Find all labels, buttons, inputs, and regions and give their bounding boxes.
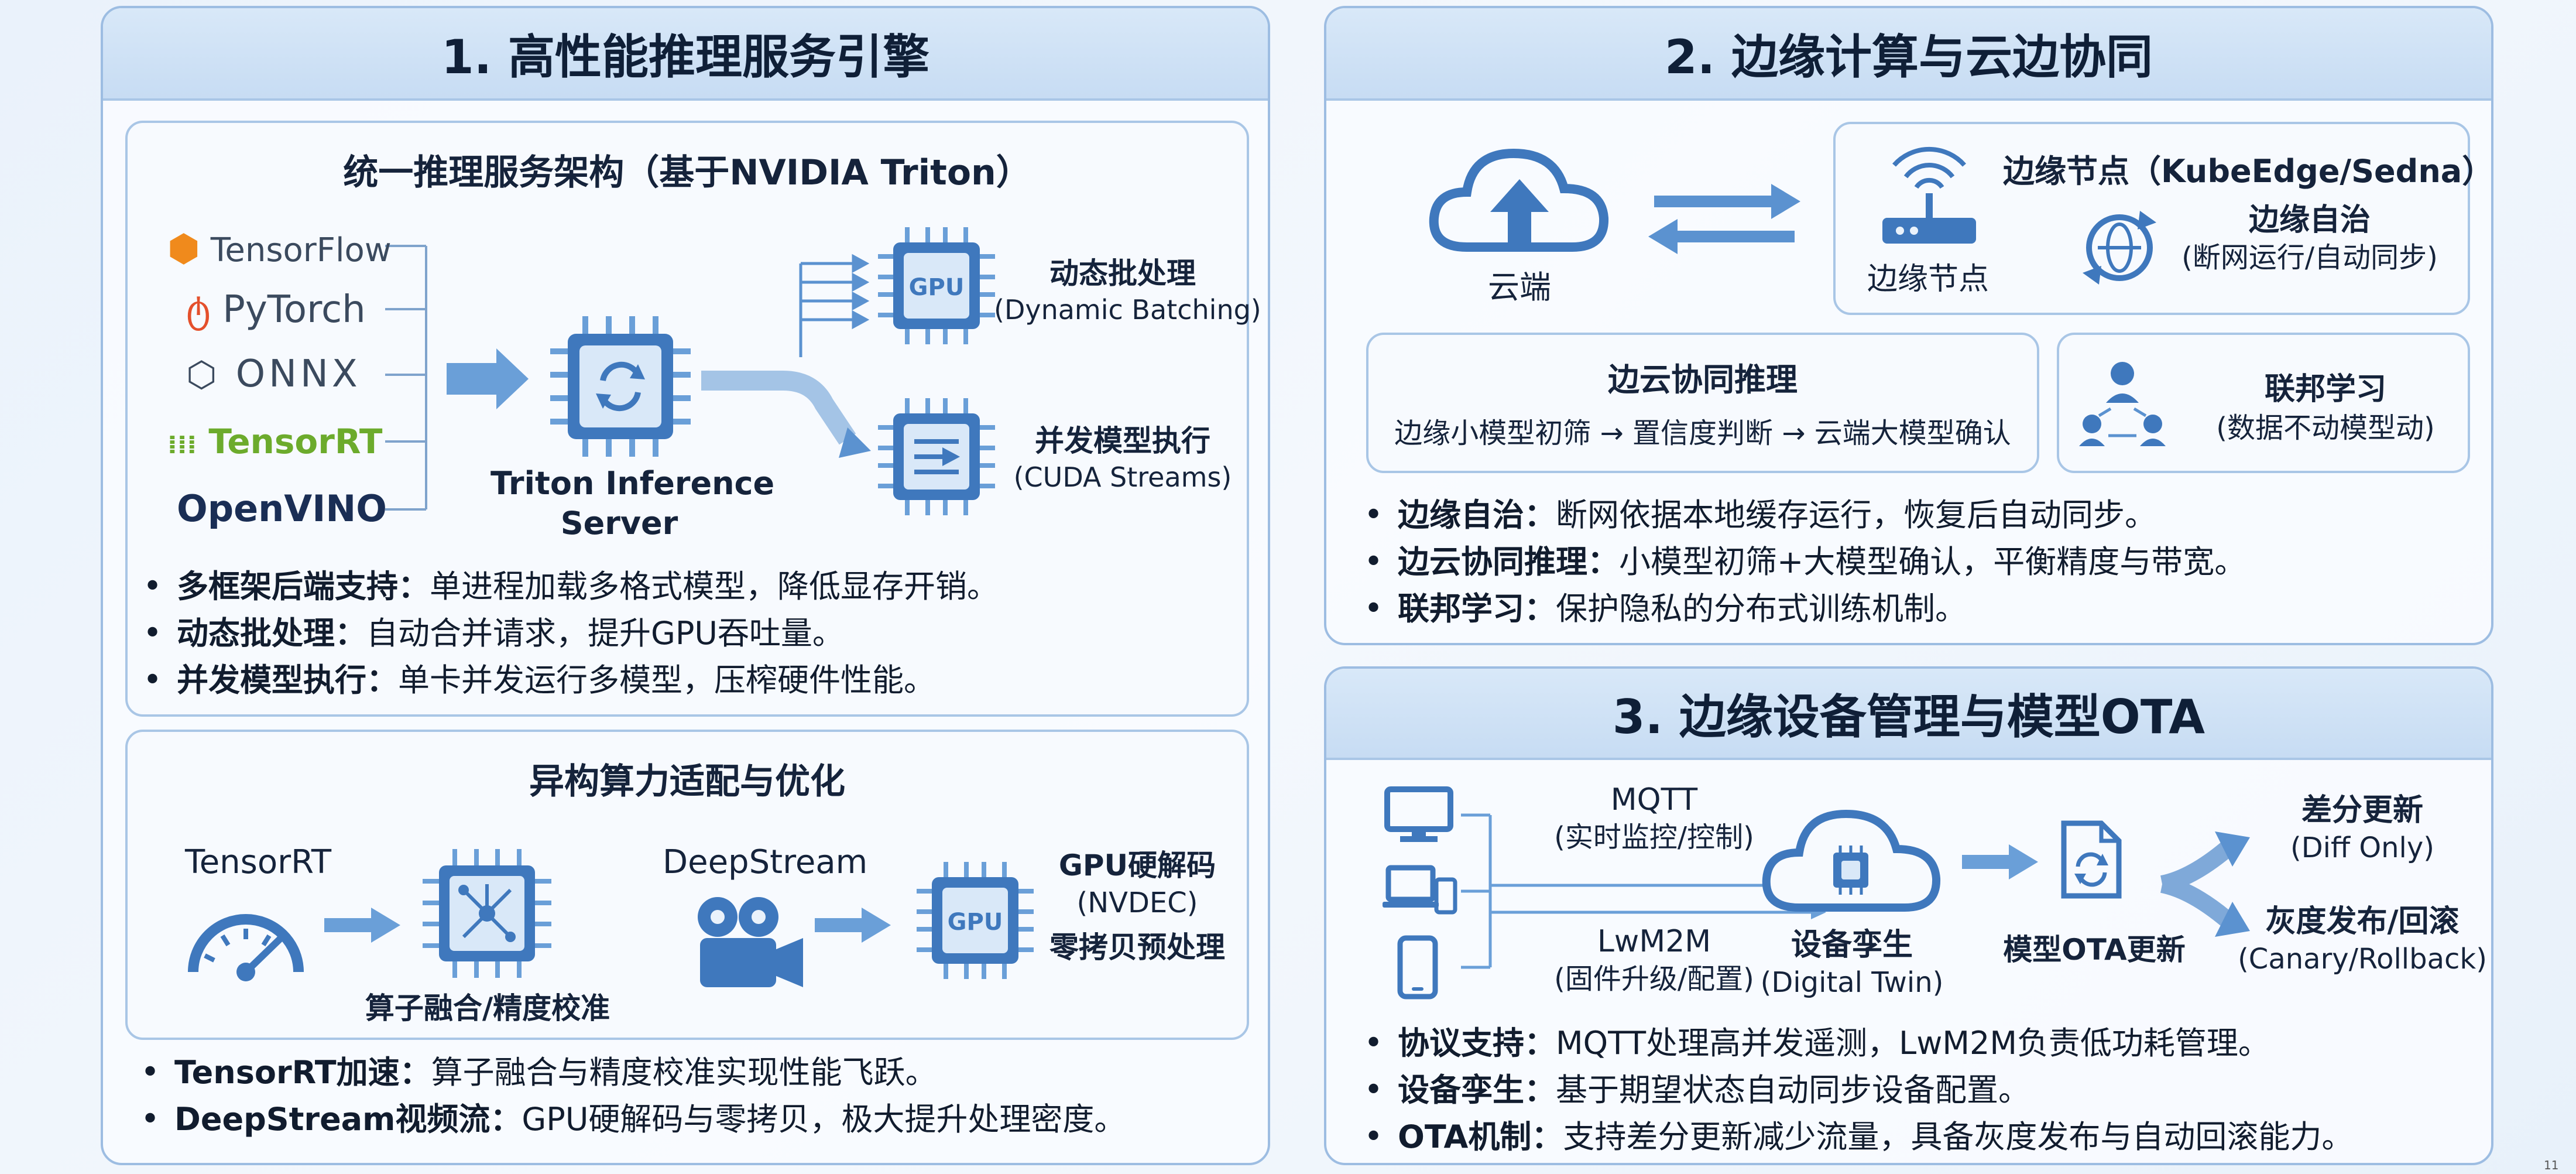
heterogeneous-compute-box: 异构算力适配与优化 TensorRT 算子融合/精度校准 DeepStream (125, 730, 1249, 1040)
panel-1-header: 1. 高性能推理服务引擎 (103, 8, 1268, 101)
edge-autonomy-label: 边缘自治 (断网运行/自动同步) (2181, 203, 2438, 274)
collab-title: 边云协同推理 (1608, 361, 1798, 398)
framework-bracket (385, 245, 529, 511)
tensorflow-icon: ⬢ (167, 227, 200, 271)
bullet-item: 多框架后端支持：单进程加载多格式模型，降低显存开销。 (128, 563, 999, 610)
framework-tensorrt: ⁞⁞⁞ TensorRT (167, 422, 383, 461)
arrow-right-icon (324, 908, 400, 943)
unified-inference-title: 统一推理服务架构（基于NVIDIA Triton） (343, 152, 1031, 193)
panel2-bullets: 边缘自治：断网依据本地缓存运行，恢复后自动同步。 边云协同推理：小模型初筛+大模… (1349, 492, 2246, 632)
smartphone-icon (1397, 935, 1438, 1000)
laptop-phone-icon (1383, 865, 1457, 915)
fusion-chip-icon (423, 849, 551, 978)
onnx-icon: ⬡ (186, 354, 221, 395)
bullet-item: 联邦学习：保护隐私的分布式训练机制。 (1349, 586, 2246, 632)
panel-device-ota: 3. 边缘设备管理与模型OTA MQTT (实时监控/控制) LwM2M (固件… (1324, 666, 2493, 1165)
panel3-bullets: 协议支持：MQTT处理高并发遥测，LwM2M负责低功耗管理。 设备孪生：基于期望… (1349, 1020, 2353, 1161)
digital-twin-label: 设备孪生 (Digital Twin) (1760, 927, 1944, 999)
concurrent-execution-label: 并发模型执行 (CUDA Streams) (1013, 424, 1232, 493)
triton-chip-icon (550, 316, 691, 457)
edge-node-label: 边缘节点 (1867, 262, 1990, 297)
cloud-upload-icon (1429, 148, 1609, 252)
gpu-chip-label: GPU (948, 909, 1003, 936)
concurrent-chip-icon (878, 398, 995, 515)
framework-tensorflow: ⬢ TensorFlow (167, 227, 392, 271)
video-camera-icon (698, 897, 803, 987)
panel-edge-cloud: 2. 边缘计算与云边协同 云端 边缘节点（KubeEdge/Sedna） 边缘节… (1324, 6, 2493, 645)
triton-server-label: Triton Inference Server (490, 465, 775, 542)
arrow-right-icon (815, 908, 891, 943)
edge-cloud-collab-box: 边云协同推理 边缘小模型初筛 → 置信度判断 → 云端大模型确认 (1366, 333, 2039, 473)
speedometer-icon (188, 914, 304, 981)
federated-network-icon (2079, 362, 2166, 446)
ota-document-icon (2061, 820, 2122, 899)
monitor-icon (1384, 786, 1453, 842)
dynamic-batching-label: 动态批处理 (Dynamic Batching) (994, 256, 1261, 326)
heterogeneous-compute-title: 异构算力适配与优化 (529, 761, 845, 802)
panel-inference-engine: 1. 高性能推理服务引擎 统一推理服务架构（基于NVIDIA Triton） ⬢… (101, 6, 1270, 1165)
diff-update-label: 差分更新 (Diff Only) (2290, 793, 2435, 864)
edge-node-box-title: 边缘节点（KubeEdge/Sedna） (2003, 153, 2493, 190)
gpu-decode-label: GPU硬解码 (NVDEC) 零拷贝预处理 (1049, 848, 1225, 964)
framework-pytorch: ტ PyTorch (186, 288, 366, 331)
gpu-chip-icon: GPU (878, 227, 995, 344)
router-icon (1882, 146, 1976, 244)
bullet-item: 边缘自治：断网依据本地缓存运行，恢复后自动同步。 (1349, 492, 2246, 539)
ota-update-label: 模型OTA更新 (2003, 933, 2186, 967)
pytorch-icon: ტ (186, 288, 211, 331)
branch-arrows (2160, 831, 2250, 937)
sync-globe-icon (2083, 211, 2156, 285)
canary-rollback-label: 灰度发布/回滚 (Canary/Rollback) (2238, 904, 2487, 976)
tensorrt-icon: ⁞⁞⁞ (167, 430, 197, 460)
panel1-bottom-bullets: TensorRT加速：算子融合与精度校准实现性能飞跃。 DeepStream视频… (125, 1049, 1126, 1143)
mqtt-label: MQTT (实时监控/控制) (1554, 782, 1754, 854)
box1-bullets: 多框架后端支持：单进程加载多格式模型，降低显存开销。 动态批处理：自动合并请求，… (128, 563, 999, 704)
panel-2-header: 2. 边缘计算与云边协同 (1326, 8, 2491, 101)
bullet-item: TensorRT加速：算子融合与精度校准实现性能飞跃。 (125, 1049, 1126, 1096)
cloud-label: 云端 (1488, 269, 1551, 306)
gpu-chip-icon: GPU (917, 862, 1034, 979)
bidirectional-arrows (1648, 184, 1800, 254)
page-number: 11 (2544, 1158, 2559, 1172)
bullet-item: OTA机制：支持差分更新减少流量，具备灰度发布与自动回滚能力。 (1349, 1114, 2353, 1161)
panel-3-header: 3. 边缘设备管理与模型OTA (1326, 669, 2491, 760)
panel-3-title: 3. 边缘设备管理与模型OTA (1612, 690, 2205, 744)
bullet-item: DeepStream视频流：GPU硬解码与零拷贝，极大提升处理密度。 (125, 1096, 1126, 1143)
bullet-item: 设备孪生：基于期望状态自动同步设备配置。 (1349, 1067, 2353, 1114)
federated-label: 联邦学习 (数据不动模型动) (2216, 372, 2435, 444)
lwm2m-label: LwM2M (固件升级/配置) (1554, 924, 1754, 995)
panel-2-title: 2. 边缘计算与云边协同 (1665, 30, 2153, 84)
unified-inference-box: 统一推理服务架构（基于NVIDIA Triton） ⬢ TensorFlow ტ… (125, 121, 1261, 717)
digital-twin-cloud-icon (1762, 809, 1941, 912)
arrow-right-icon (1962, 844, 2038, 879)
bullet-item: 协议支持：MQTT处理高并发遥测，LwM2M负责低功耗管理。 (1349, 1020, 2353, 1067)
fusion-label: 算子融合/精度校准 (365, 991, 610, 1025)
bullet-item: 边云协同推理：小模型初筛+大模型确认，平衡精度与带宽。 (1349, 539, 2246, 586)
federated-learning-box: 联邦学习 (数据不动模型动) (2057, 333, 2470, 473)
fan-out-arrows (701, 254, 871, 458)
framework-onnx: ⬡ ONNX (186, 352, 361, 396)
bullet-item: 并发模型执行：单卡并发运行多模型，压榨硬件性能。 (128, 657, 999, 704)
edge-node-box: 边缘节点（KubeEdge/Sedna） 边缘节点 边缘自治 (断网运行/自动同… (1833, 122, 2491, 315)
gpu-chip-label: GPU (909, 274, 965, 301)
panel-1-title: 1. 高性能推理服务引擎 (441, 30, 929, 84)
tensorrt-label: TensorRT (185, 843, 332, 881)
framework-openvino: OpenVINO (177, 487, 387, 530)
bullet-item: 动态批处理：自动合并请求，提升GPU吞吐量。 (128, 610, 999, 657)
collab-flow: 边缘小模型初筛 → 置信度判断 → 云端大模型确认 (1394, 417, 2011, 450)
deepstream-label: DeepStream (663, 843, 868, 881)
